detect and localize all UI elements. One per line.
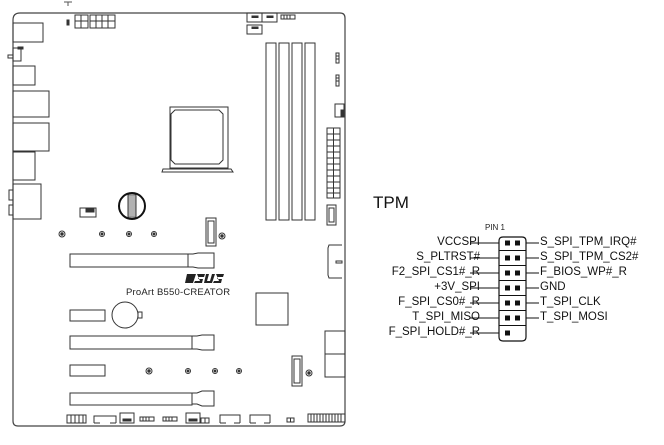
pin-label-left: +3V_SPI [434, 281, 480, 293]
usb-right-1 [324, 330, 346, 355]
pin-label-right: S_SPI_TPM_IRQ# [540, 236, 637, 248]
mount-holes-row2 [145, 367, 313, 377]
right-edge-connector [327, 244, 342, 279]
dimm-slot-b1 [291, 42, 303, 221]
bottom-header-4 [185, 412, 201, 424]
pcie-x16-slot-2 [69, 335, 193, 350]
pin-label-right: F_BIOS_WP#_R [540, 266, 627, 278]
io-port-small [12, 47, 22, 62]
asus-logo [185, 274, 224, 283]
pin-label-left: VCCSPI [437, 236, 480, 248]
dimm-slot-a1 [265, 42, 277, 221]
tpm-connector-outline [498, 236, 527, 342]
mount-holes-row1 [58, 230, 226, 240]
cpu-heatsink-screw [118, 192, 146, 220]
pin-label-right: T_SPI_CLK [540, 296, 601, 308]
m2-slot-2 [291, 355, 303, 387]
fan-header [79, 207, 97, 218]
pin-right [515, 240, 520, 246]
pin-label-right: S_SPI_TPM_CS2# [540, 251, 639, 263]
pin-left [505, 285, 510, 291]
pin-left [505, 330, 510, 336]
pin-left [505, 315, 510, 321]
pin-label-left: T_SPI_MISO [412, 311, 480, 323]
pcie-x16-slot-1 [69, 253, 189, 268]
m2-small-slot [69, 309, 106, 322]
bottom-header-1 [66, 414, 87, 424]
pin-left [505, 270, 510, 276]
io-port-1 [12, 22, 44, 43]
io-port-4 [12, 122, 50, 152]
pin-label-left: F2_SPI_CS1#_R [391, 266, 480, 278]
pin-left [505, 255, 510, 261]
bottom-header-2 [93, 415, 117, 424]
bottom-header-3 [119, 412, 135, 424]
bottom-header-5 [219, 414, 241, 424]
cpu-socket [169, 106, 229, 169]
pin-right [515, 285, 520, 291]
pin-label-left: F_SPI_HOLD#_R [388, 326, 480, 338]
io-port-2 [12, 65, 36, 86]
pin-left [505, 300, 510, 306]
io-port-6 [12, 183, 42, 220]
top-header-2 [261, 12, 278, 23]
top-header-3 [246, 24, 263, 35]
io-port-3 [12, 90, 50, 118]
usb-right-2 [324, 353, 346, 378]
bottom-header-6 [249, 414, 271, 424]
pcie-x16-slot-3 [69, 392, 193, 406]
dimm-slot-a2 [278, 42, 290, 221]
pin-label-left: S_PLTRST# [416, 251, 480, 263]
pin-left [505, 240, 510, 246]
pin-label-left: F_SPI_CS0#_R [398, 296, 480, 308]
tpm-header-connector [470, 236, 539, 342]
pin-label-right: T_SPI_MOSI [540, 311, 608, 323]
pin-right [515, 270, 520, 276]
board-model-label: ProArt B550-CREATOR [126, 287, 231, 298]
chipset [255, 292, 289, 326]
cpu-chip [170, 109, 224, 165]
pin-right [515, 300, 520, 306]
motherboard-layout [7, 1, 346, 427]
io-port-5 [12, 151, 36, 181]
usb-header-vertical [326, 204, 337, 226]
board-outline [12, 12, 346, 427]
cmos-battery [111, 301, 139, 329]
m2-slot-1 [205, 217, 217, 247]
atx-12v-small [66, 19, 70, 26]
dimm-slot-b2 [304, 42, 316, 221]
pin-label-right: GND [540, 281, 566, 293]
pcie-x1-slot [69, 364, 106, 377]
diagram-title: TPM [373, 193, 409, 212]
pin-right [515, 315, 520, 321]
pin1-label: PIN 1 [485, 223, 506, 232]
pin-right [515, 255, 520, 261]
